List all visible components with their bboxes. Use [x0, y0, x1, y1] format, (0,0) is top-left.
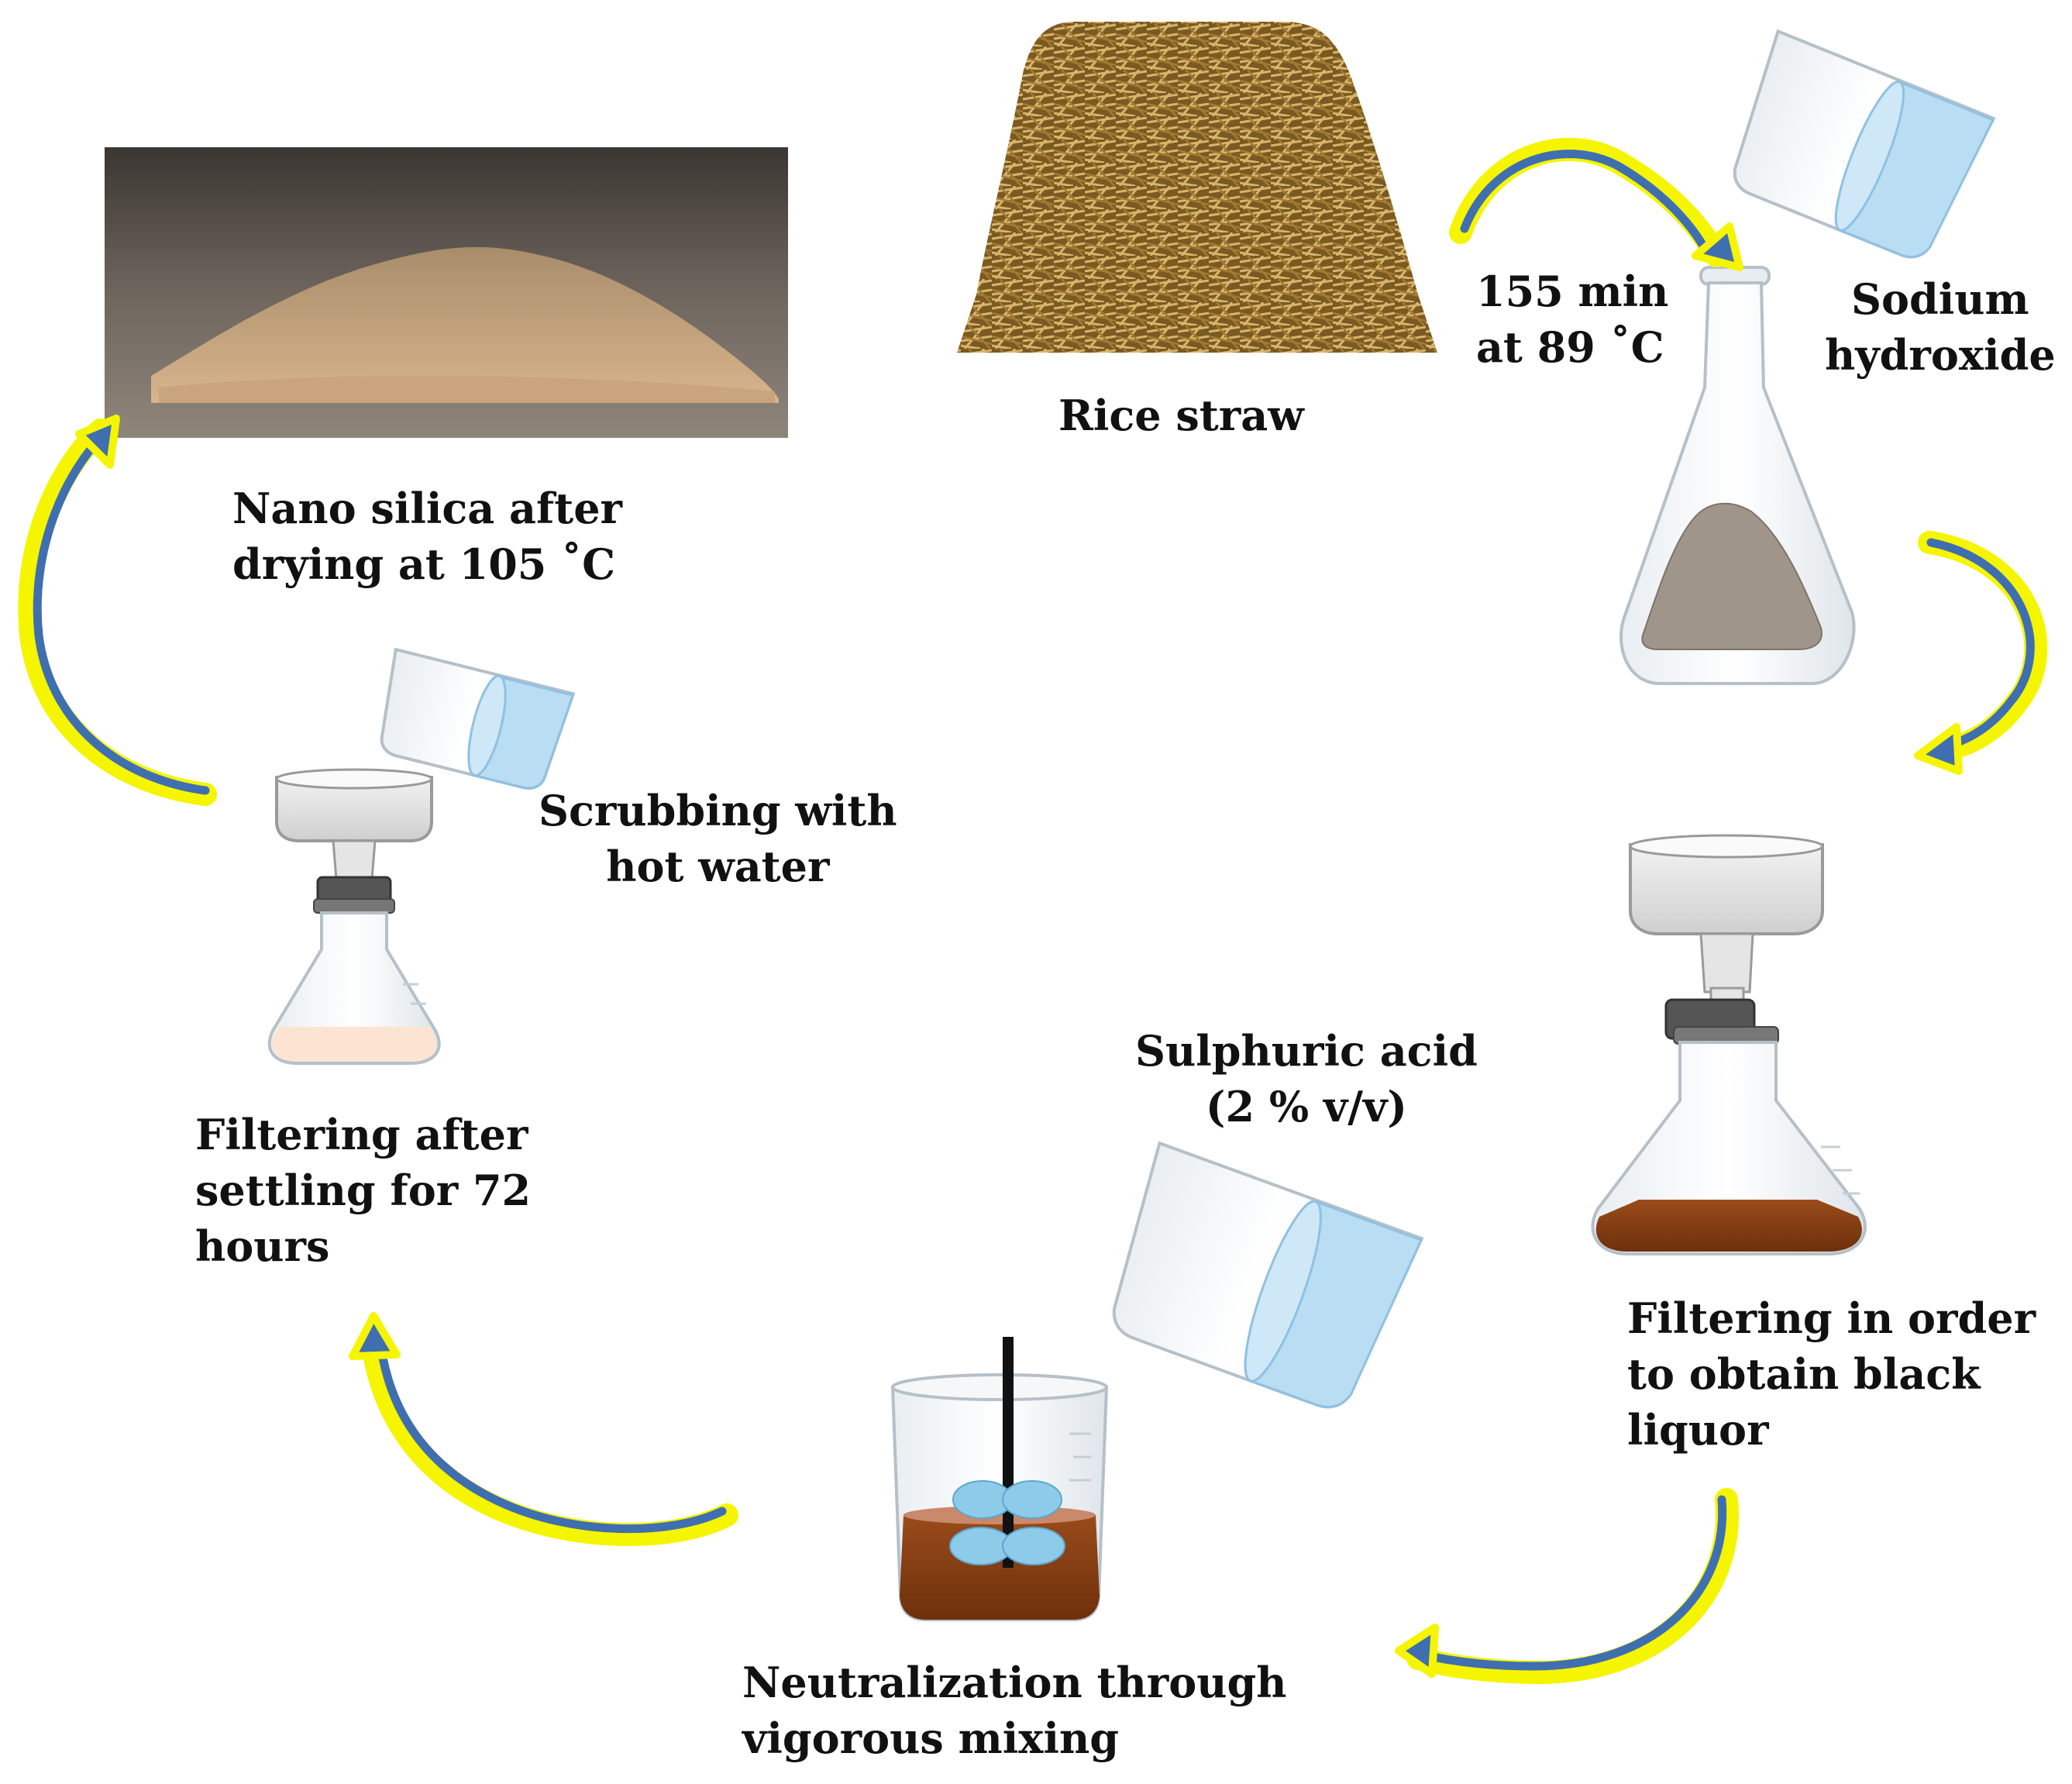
- neutralization-line2: vigorous mixing: [742, 1713, 1119, 1763]
- scrub-line2: hot water: [606, 842, 830, 891]
- cycle-arrow-icon: [18, 137, 2048, 1685]
- condition-temp: at 89 ˚C: [1476, 322, 1664, 372]
- nano-line1: Nano silica after: [232, 484, 623, 533]
- filter-black-line1: Filtering in order: [1627, 1293, 2036, 1343]
- naoh-line1: Sodium: [1851, 274, 2029, 324]
- condition-label: 155 min at 89 ˚C: [1476, 263, 1668, 375]
- filter-black-line3: liquor: [1627, 1405, 1769, 1455]
- erlenmeyer-flask-icon: [1619, 266, 1856, 685]
- rice-straw-image: [957, 22, 1437, 353]
- buchner-funnel-icon: [267, 768, 441, 1065]
- rice-straw-text: Rice straw: [1058, 391, 1304, 440]
- acid-line2: (2 % v/v): [1205, 1082, 1407, 1131]
- filter-black-line2: to obtain black: [1627, 1349, 1981, 1399]
- filter-black-liquor-label: Filtering in order to obtain black liquo…: [1627, 1290, 2036, 1458]
- stirred-beaker-icon: [890, 1337, 1109, 1621]
- nano-line2: drying at 105 ˚C: [232, 539, 616, 589]
- naoh-line2: hydroxide: [1825, 330, 2056, 380]
- settle-line1: Filtering after: [195, 1110, 528, 1159]
- settle-filter-label: Filtering after settling for 72 hours: [195, 1107, 531, 1274]
- acid-line1: Sulphuric acid: [1135, 1026, 1478, 1076]
- beaker-icon: [1112, 1141, 1424, 1409]
- scrubbing-label: Scrubbing with hot water: [539, 783, 897, 894]
- condition-time: 155 min: [1476, 267, 1669, 316]
- beaker-icon: [380, 647, 576, 790]
- sulphuric-acid-label: Sulphuric acid (2 % v/v): [1135, 1023, 1478, 1135]
- nano-silica-label: Nano silica after drying at 105 ˚C: [232, 480, 622, 592]
- buchner-funnel-icon: [1591, 834, 1867, 1255]
- naoh-label: Sodium hydroxide: [1825, 271, 2056, 383]
- settle-line3: hours: [195, 1221, 330, 1271]
- settle-line2: settling for 72: [195, 1166, 532, 1215]
- nano-silica-image: [105, 147, 788, 438]
- scrub-line1: Scrubbing with: [539, 786, 897, 835]
- neutralization-label: Neutralization through vigorous mixing: [742, 1655, 1287, 1766]
- rice-straw-label: Rice straw: [1058, 387, 1304, 443]
- beaker-icon: [1733, 29, 1996, 259]
- neutralization-line1: Neutralization through: [742, 1658, 1287, 1707]
